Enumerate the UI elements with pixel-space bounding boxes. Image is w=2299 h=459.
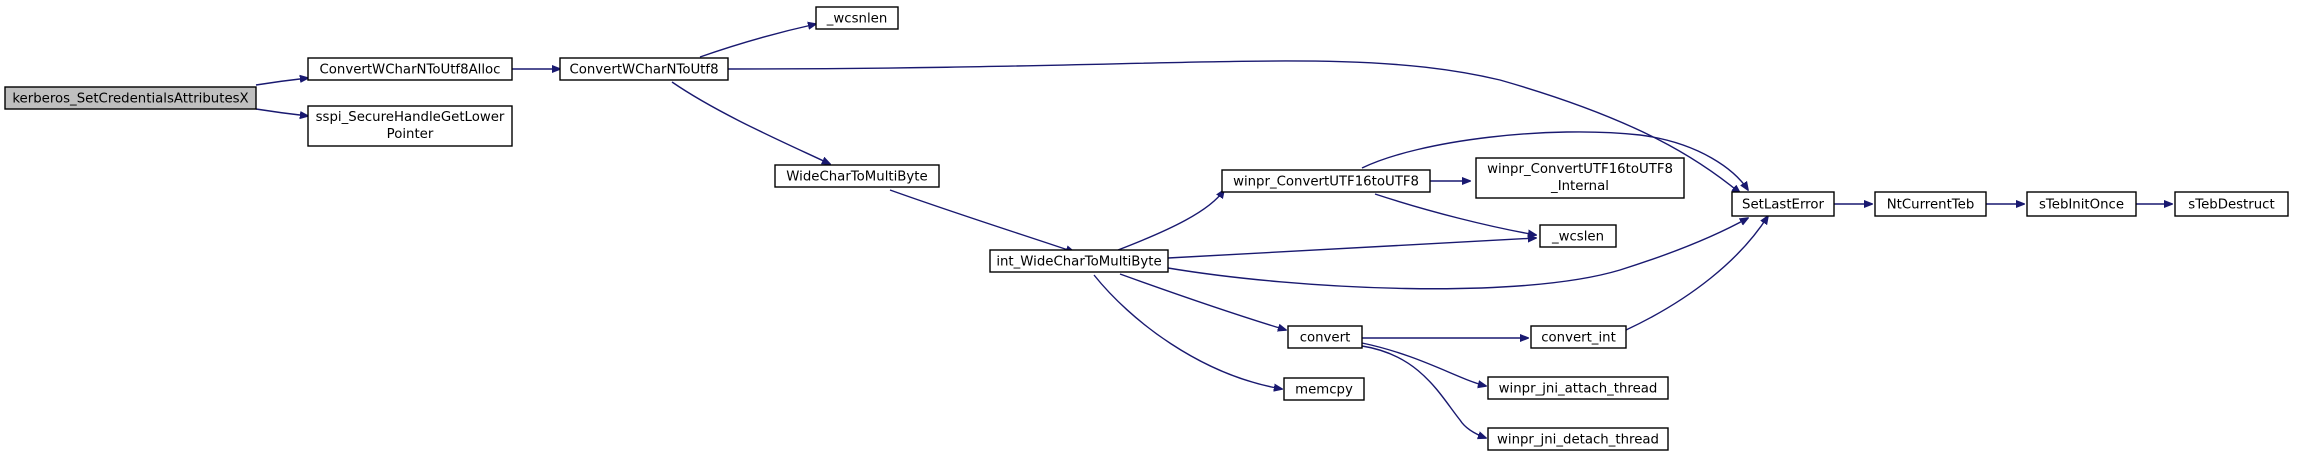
node-sspi-securehandlegetlowerpointer[interactable]: sspi_SecureHandleGetLower Pointer	[307, 105, 513, 147]
node-kerberos-setcredentialsattributesx[interactable]: kerberos_SetCredentialsAttributesX	[4, 86, 257, 110]
edge-utf16-wcslen	[1374, 193, 1536, 235]
node-label: winpr_ConvertUTF16toUTF8	[1233, 175, 1419, 190]
node-label-line2: _Internal	[1550, 179, 1609, 194]
edge-convert-attach	[1361, 342, 1486, 386]
node-label: sTebInitOnce	[2039, 198, 2124, 213]
node-winpr-jni-detach-thread[interactable]: winpr_jni_detach_thread	[1487, 427, 1669, 451]
edge-root-alloc	[255, 78, 308, 86]
edge-conv-wc2mb	[671, 81, 830, 164]
node-convert-int[interactable]: convert_int	[1530, 325, 1627, 349]
node-label: _wcsnlen	[826, 12, 888, 27]
edge-wc2mb-intwc2mb	[889, 189, 1074, 252]
node-label: WideCharToMultiByte	[786, 170, 927, 185]
node-label: convert_int	[1541, 331, 1616, 346]
node-convert[interactable]: convert	[1287, 325, 1363, 349]
node-convertwcharntoutf8alloc[interactable]: ConvertWCharNToUtf8Alloc	[307, 57, 513, 81]
node-memcpy[interactable]: memcpy	[1283, 377, 1365, 401]
node-winpr-convertutf16toutf8-internal[interactable]: winpr_ConvertUTF16toUTF8 _Internal	[1475, 157, 1685, 199]
node-label: winpr_jni_attach_thread	[1499, 382, 1658, 397]
edge-root-sspi	[255, 108, 308, 116]
edges	[255, 24, 2172, 438]
node-label: memcpy	[1295, 383, 1353, 398]
node-label: int_WideCharToMultiByte	[996, 255, 1161, 270]
edge-intwc2mb-memcpy	[1093, 274, 1282, 389]
edge-convert-detach	[1361, 345, 1486, 438]
node-wcsnlen[interactable]: _wcsnlen	[815, 6, 899, 30]
node-setlasterror[interactable]: SetLastError	[1731, 191, 1835, 217]
node-label-line2: Pointer	[387, 127, 434, 142]
node-label: NtCurrentTeb	[1887, 198, 1975, 213]
node-winpr-jni-attach-thread[interactable]: winpr_jni_attach_thread	[1487, 376, 1669, 400]
node-ntcurrentteb[interactable]: NtCurrentTeb	[1874, 191, 1987, 217]
node-winpr-convertutf16toutf8[interactable]: winpr_ConvertUTF16toUTF8	[1221, 169, 1431, 193]
edge-intwc2mb-convert	[1119, 273, 1286, 330]
node-convertwcharntoutf8[interactable]: ConvertWCharNToUtf8	[559, 57, 729, 81]
node-label: winpr_jni_detach_thread	[1497, 433, 1659, 448]
node-label: ConvertWCharNToUtf8	[569, 63, 718, 78]
node-widechartomultibyte[interactable]: WideCharToMultiByte	[774, 164, 940, 188]
node-label: _wcslen	[1551, 230, 1604, 245]
node-label: kerberos_SetCredentialsAttributesX	[12, 92, 248, 107]
node-wcslen[interactable]: _wcslen	[1539, 224, 1617, 248]
edge-conv-setlast	[727, 60, 1740, 193]
node-label: ConvertWCharNToUtf8Alloc	[319, 63, 500, 78]
edge-conv-wcsnlen	[699, 24, 816, 58]
edge-intwc2mb-utf16	[1117, 190, 1224, 251]
node-label: SetLastError	[1742, 198, 1824, 213]
node-label: sTebDestruct	[2188, 198, 2274, 213]
node-label-line1: winpr_ConvertUTF16toUTF8	[1487, 162, 1673, 177]
node-stebdestruct[interactable]: sTebDestruct	[2174, 191, 2289, 217]
edge-intwc2mb-setlast	[1167, 218, 1748, 290]
node-label-line1: sspi_SecureHandleGetLower	[316, 110, 505, 125]
node-label: convert	[1300, 331, 1351, 346]
node-int-widechartomultibyte[interactable]: int_WideCharToMultiByte	[989, 249, 1169, 273]
edge-convint-setlast	[1625, 216, 1768, 331]
edge-intwc2mb-wcslen	[1167, 238, 1536, 259]
edge-utf16-setlast	[1361, 131, 1748, 190]
node-stebinitonce[interactable]: sTebInitOnce	[2026, 191, 2137, 217]
